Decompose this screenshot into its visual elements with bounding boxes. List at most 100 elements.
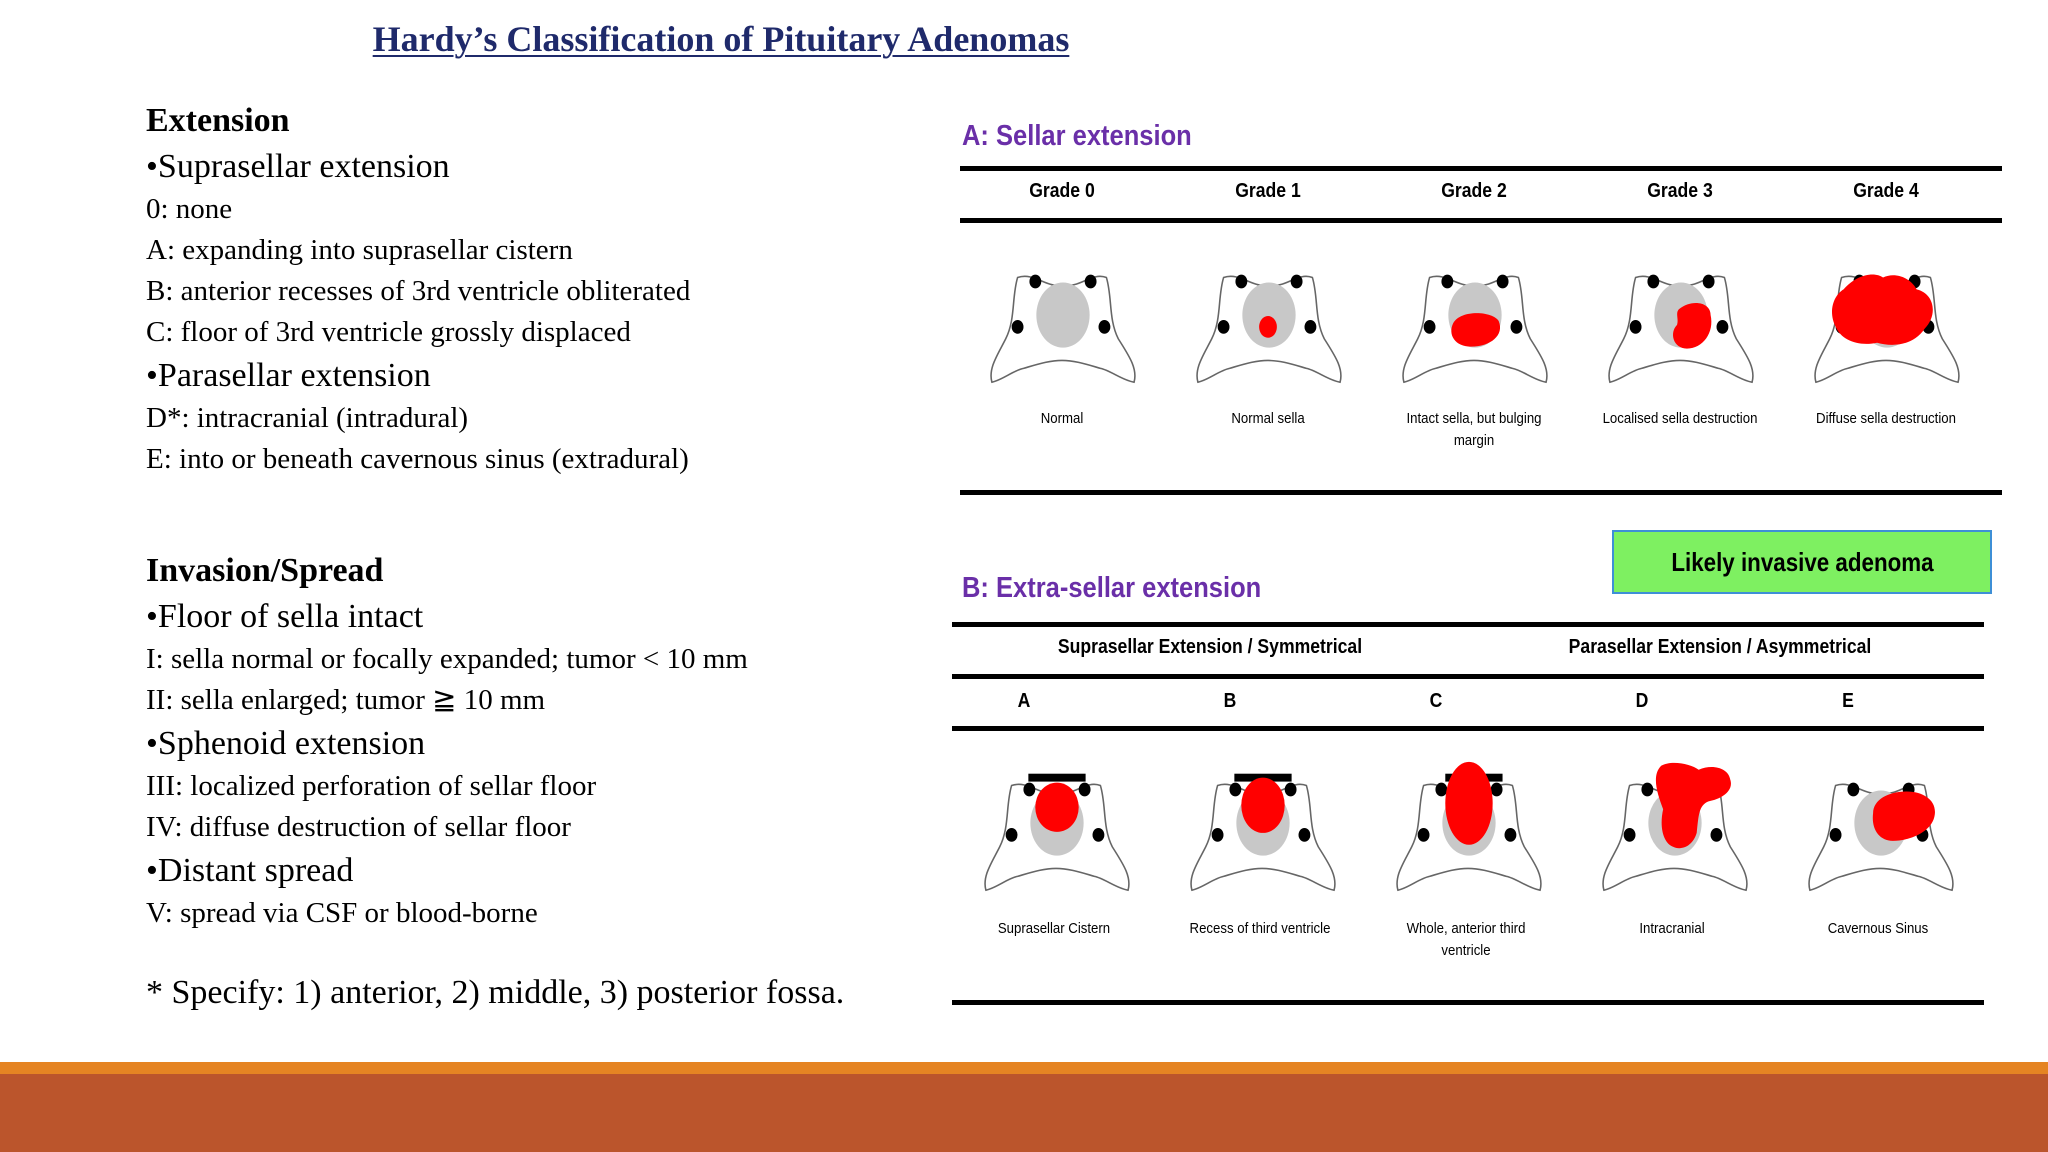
extension-letter: D bbox=[1635, 690, 1649, 712]
clinoid-dot bbox=[1023, 782, 1036, 797]
extension-letter: C bbox=[1429, 690, 1443, 712]
sphenoid-item: IV: diffuse destruction of sellar floor bbox=[146, 811, 571, 843]
grade-caption: Diffuse sella destruction bbox=[1816, 410, 1956, 427]
sella-diagram bbox=[1608, 274, 1754, 384]
sphenoid-heading: •Sphenoid extension bbox=[146, 725, 426, 762]
invasive-adenoma-label: Likely invasive adenoma bbox=[1612, 530, 1992, 594]
extension-letter: B bbox=[1223, 690, 1237, 712]
clinoid-dot bbox=[1304, 319, 1317, 334]
grade-caption: Intact sella, but bulging margin bbox=[1406, 410, 1542, 449]
extension-letter: E bbox=[1842, 690, 1854, 712]
clinoid-dot bbox=[1435, 782, 1448, 797]
clinoid-dot bbox=[1217, 319, 1230, 334]
clinoid-dot bbox=[1647, 274, 1660, 289]
distant-item: V: spread via CSF or blood-borne bbox=[146, 897, 538, 929]
clinoid-dot bbox=[1229, 782, 1242, 797]
clinoid-dot bbox=[1092, 827, 1105, 842]
sella-diagram bbox=[1396, 761, 1542, 892]
extension-caption: Recess of third ventricle bbox=[1189, 920, 1331, 937]
floor-item: II: sella enlarged; tumor ≧ 10 mm bbox=[146, 684, 546, 716]
tumor bbox=[1241, 777, 1285, 833]
floor-item: I: sella normal or focally expanded; tum… bbox=[146, 643, 748, 675]
tumor bbox=[1451, 313, 1501, 347]
extension-caption: Cavernous Sinus bbox=[1827, 920, 1929, 937]
tumor bbox=[1872, 791, 1935, 841]
footnote: * Specify: 1) anterior, 2) middle, 3) po… bbox=[146, 974, 845, 1011]
grade-caption: Normal sella bbox=[1231, 410, 1305, 427]
rule bbox=[952, 726, 1984, 731]
clinoid-dot bbox=[1235, 274, 1248, 289]
rule bbox=[952, 622, 1984, 627]
rule bbox=[952, 674, 1984, 679]
hardy-figure: A: Sellar extension Grade 0 Grade 1 Grad… bbox=[950, 108, 2010, 1018]
extension-caption: Whole, anterior third ventricle bbox=[1406, 920, 1526, 959]
rule bbox=[960, 166, 2002, 171]
sella-diagram bbox=[1808, 782, 1954, 892]
rule bbox=[960, 490, 2002, 495]
extension-letter: A bbox=[1017, 690, 1031, 712]
clinoid-dot bbox=[1829, 827, 1842, 842]
clinoid-dot bbox=[1084, 274, 1097, 289]
invasion-heading: Invasion/Spread bbox=[146, 552, 384, 589]
clinoid-dot bbox=[1211, 827, 1224, 842]
sphenoid-item: III: localized perforation of sellar flo… bbox=[146, 770, 597, 802]
clinoid-dot bbox=[1716, 319, 1729, 334]
classification-text: Extension •Suprasellar extension 0: none… bbox=[146, 98, 946, 1016]
parasellar-item: E: into or beneath cavernous sinus (extr… bbox=[146, 443, 689, 475]
rule bbox=[952, 1000, 1984, 1005]
clinoid-dot bbox=[1441, 274, 1454, 289]
tumor bbox=[1832, 274, 1933, 345]
section-a-label: A: Sellar extension bbox=[962, 120, 1192, 152]
rule bbox=[960, 218, 2002, 223]
clinoid-dot bbox=[1702, 274, 1715, 289]
extension-caption: Suprasellar Cistern bbox=[997, 920, 1111, 937]
suprasellar-item: 0: none bbox=[146, 193, 233, 225]
clinoid-dot bbox=[1290, 274, 1303, 289]
clinoid-dot bbox=[1510, 319, 1523, 334]
clinoid-dot bbox=[1496, 274, 1509, 289]
clinoid-dot bbox=[1423, 319, 1436, 334]
parasellar-item: D*: intracranial (intradural) bbox=[146, 402, 469, 434]
tumor bbox=[1655, 762, 1731, 849]
clinoid-dot bbox=[1298, 827, 1311, 842]
suprasellar-heading: •Suprasellar extension bbox=[146, 148, 450, 185]
clinoid-dot bbox=[1504, 827, 1517, 842]
sella-diagram bbox=[1602, 762, 1748, 892]
sella-diagram bbox=[1402, 274, 1548, 384]
clinoid-dot bbox=[1284, 782, 1297, 797]
grade-caption: Localised sella destruction bbox=[1602, 410, 1758, 427]
floor-heading: •Floor of sella intact bbox=[146, 598, 424, 635]
grade-label: Grade 1 bbox=[1235, 180, 1301, 202]
tumor bbox=[1259, 316, 1277, 338]
clinoid-dot bbox=[1623, 827, 1636, 842]
sella-diagram bbox=[1196, 274, 1342, 384]
clinoid-dot bbox=[1417, 827, 1430, 842]
clinoid-dot bbox=[1629, 319, 1642, 334]
clinoid-dot bbox=[1078, 782, 1091, 797]
clinoid-dot bbox=[1011, 319, 1024, 334]
clinoid-dot bbox=[1847, 782, 1860, 797]
grade-caption: Normal bbox=[1040, 410, 1084, 427]
suprasellar-group-label: Suprasellar Extension / Symmetrical bbox=[1057, 636, 1363, 658]
slide-title: Hardy’s Classification of Pituitary Aden… bbox=[372, 19, 1070, 59]
pituitary-gland bbox=[1242, 282, 1296, 348]
pituitary-gland bbox=[1036, 282, 1090, 348]
parasellar-heading: •Parasellar extension bbox=[146, 357, 431, 394]
clinoid-dot bbox=[1710, 827, 1723, 842]
suprasellar-item: C: floor of 3rd ventricle grossly displa… bbox=[146, 316, 631, 348]
tumor bbox=[1673, 302, 1712, 349]
diaphragm-bar bbox=[1028, 773, 1086, 782]
clinoid-dot bbox=[1490, 782, 1503, 797]
clinoid-dot bbox=[1641, 782, 1654, 797]
clinoid-dot bbox=[1029, 274, 1042, 289]
grade-label: Grade 4 bbox=[1853, 180, 1919, 202]
distant-heading: •Distant spread bbox=[146, 852, 354, 889]
clinoid-dot bbox=[1098, 319, 1111, 334]
tumor bbox=[1035, 782, 1079, 832]
extension-caption: Intracranial bbox=[1639, 920, 1705, 937]
sella-diagram bbox=[1190, 773, 1336, 892]
suprasellar-item: A: expanding into suprasellar cistern bbox=[146, 234, 573, 266]
clinoid-dot bbox=[1005, 827, 1018, 842]
grade-label: Grade 2 bbox=[1441, 180, 1507, 202]
parasellar-group-label: Parasellar Extension / Asymmetrical bbox=[1568, 636, 1872, 658]
